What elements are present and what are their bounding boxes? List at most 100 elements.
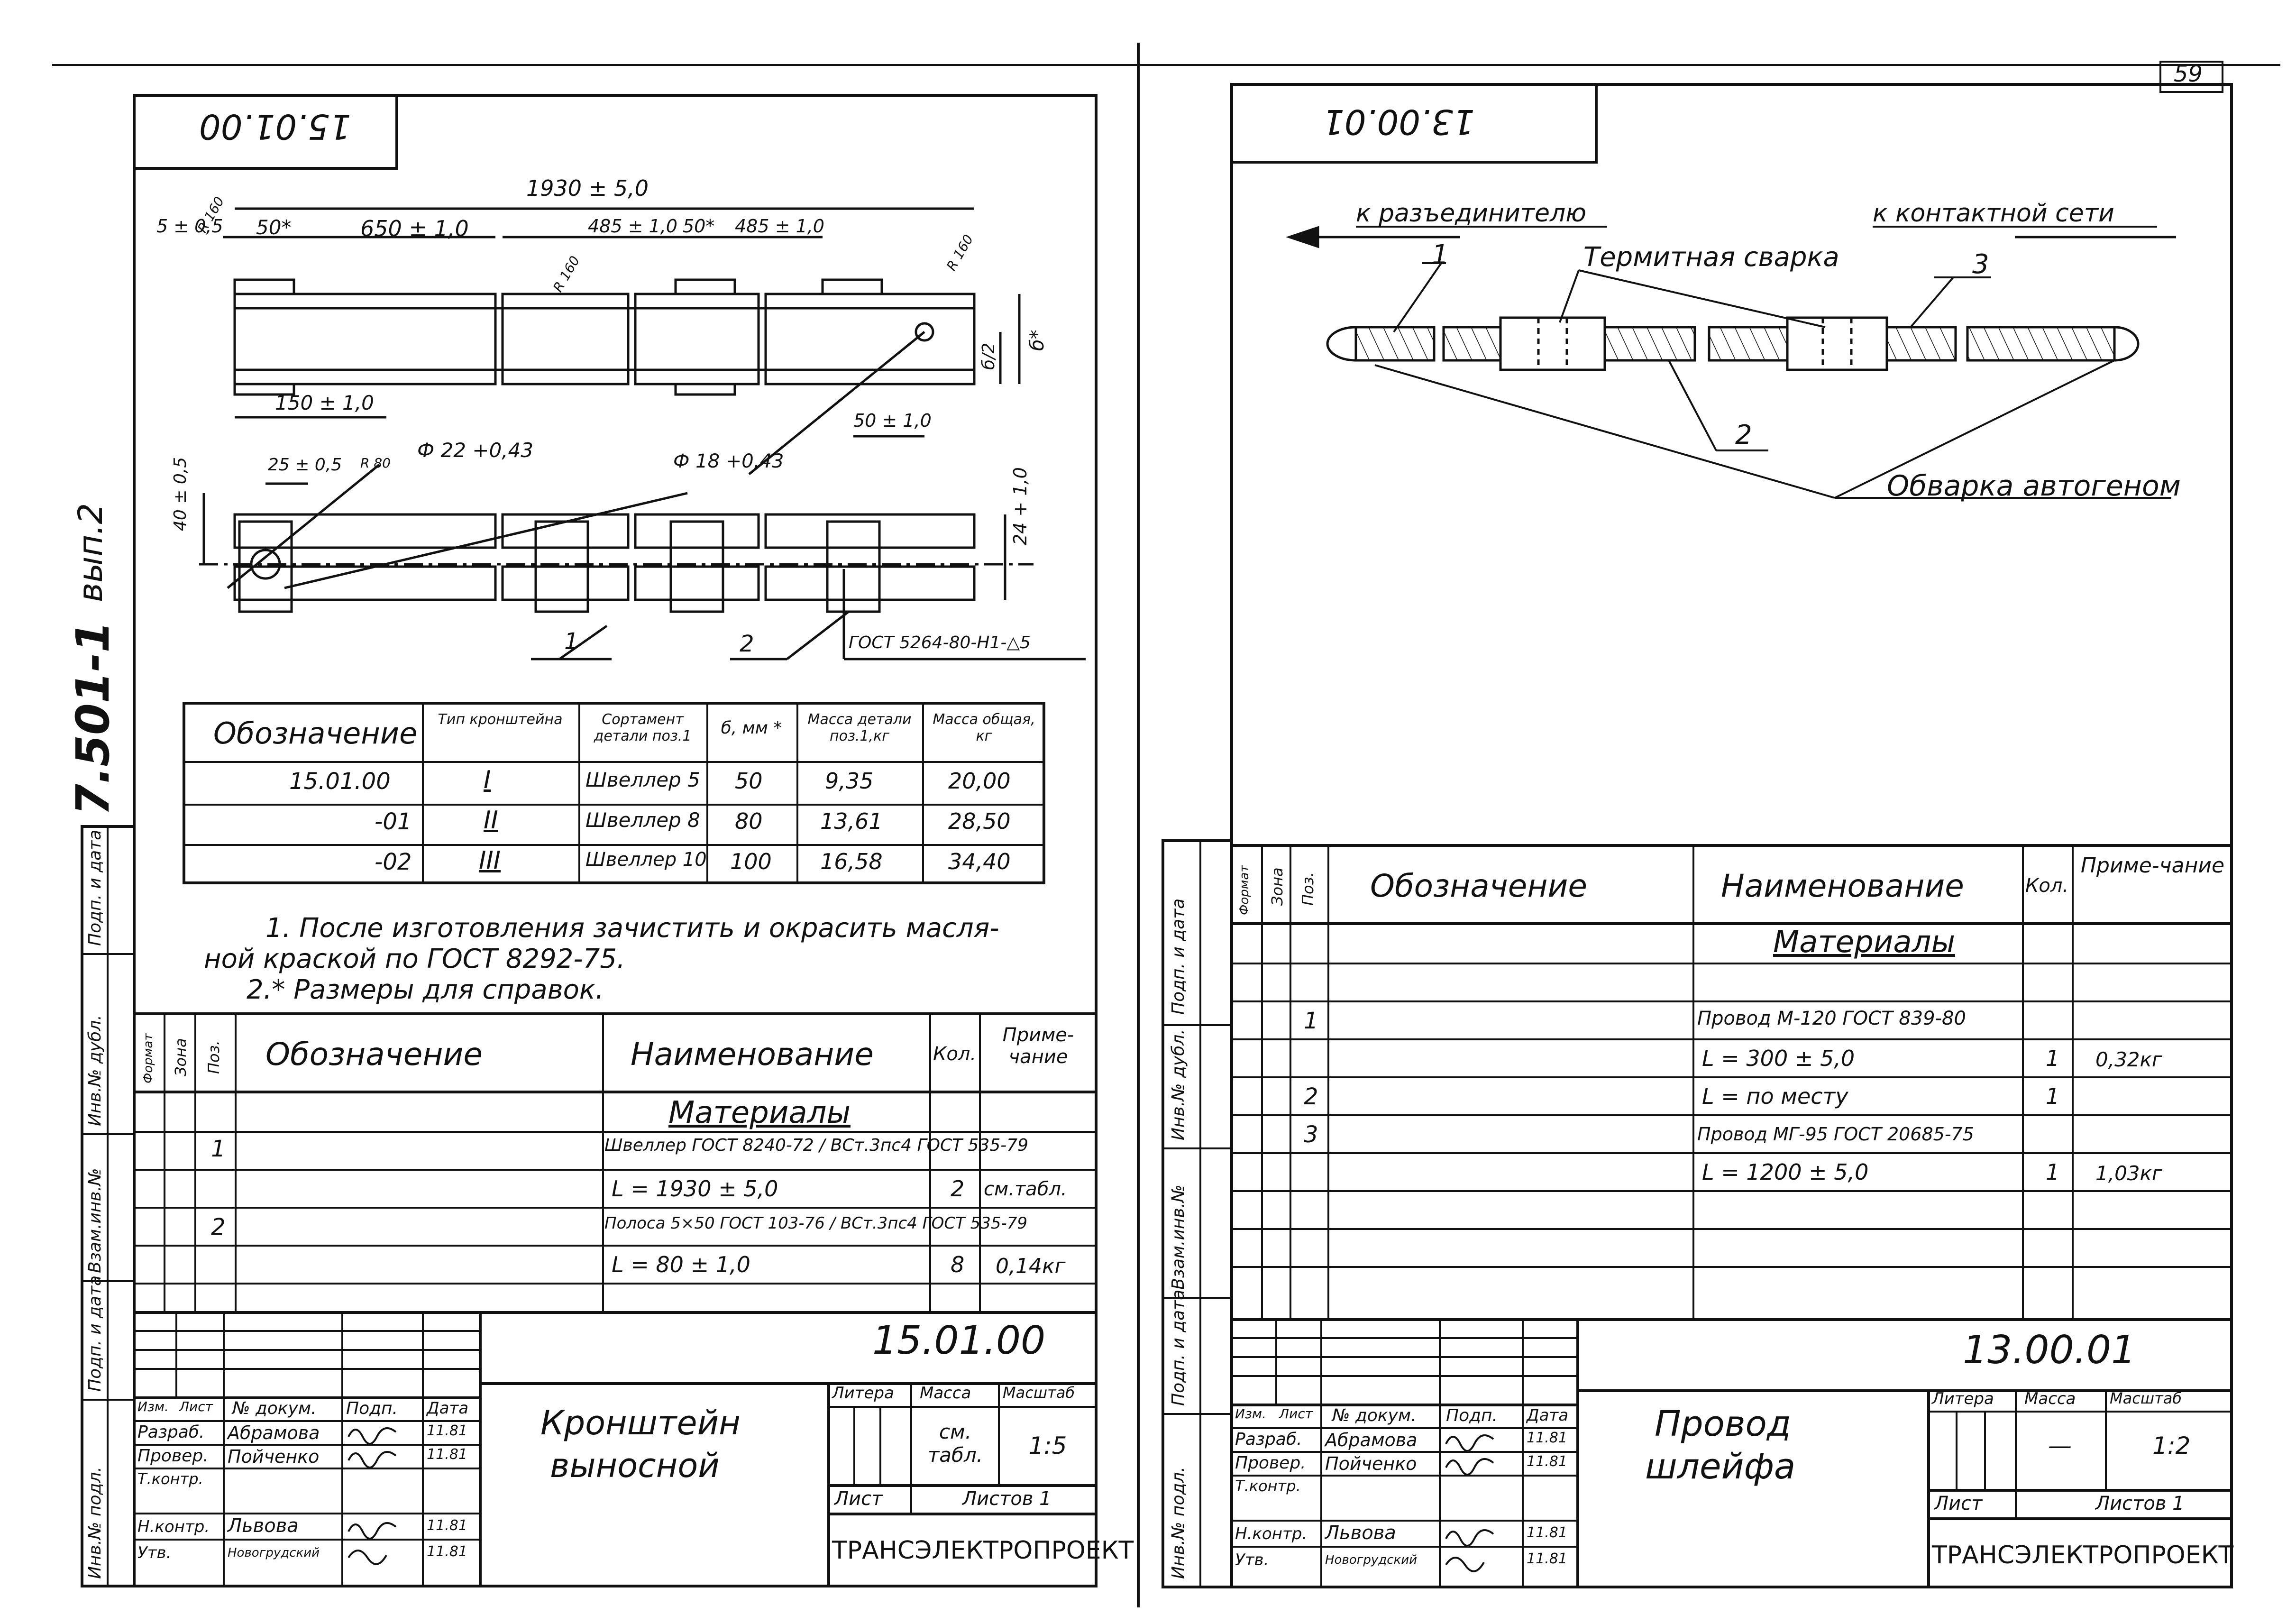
table-cell: -01 <box>375 808 412 835</box>
position-2-label: 2 <box>740 631 754 657</box>
role: Провер. <box>137 1446 209 1466</box>
spec-name: L = 1930 ± 5,0 <box>612 1176 778 1202</box>
thermite-weld-label: Термитная сварка <box>1583 242 1839 273</box>
spec-qty: 8 <box>951 1252 965 1277</box>
litera-label: Литера <box>1932 1389 1994 1408</box>
spec-name: Провод МГ-95 ГОСТ 20685-75 <box>1697 1124 1974 1145</box>
date: 11.81 <box>1527 1430 1567 1446</box>
mass-value: — <box>2048 1432 2072 1459</box>
role: Т.контр. <box>137 1470 203 1488</box>
role: Разраб. <box>137 1422 205 1442</box>
spec-pos: 3 <box>1304 1121 1318 1148</box>
scale-value: 1:5 <box>1029 1432 1067 1459</box>
spec-header: Приме-чание <box>2080 853 2225 878</box>
table-header: Сортамент детали поз.1 <box>594 711 692 744</box>
table-cell: 13,61 <box>820 808 883 834</box>
spec-pos: 1 <box>211 1136 226 1162</box>
hole-label: Ф 18 +0,43 <box>673 450 784 472</box>
spec-name: Провод М-120 ГОСТ 839-80 <box>1697 1008 1966 1029</box>
title-col: Изм. <box>1235 1406 1266 1422</box>
variants-table <box>183 702 1045 884</box>
scale-value: 1:2 <box>2152 1432 2191 1459</box>
person-name: Новогрудский <box>228 1546 320 1560</box>
title-col: Подп. <box>1446 1406 1498 1425</box>
doc-code: 13.00.01 <box>1963 1328 2136 1373</box>
table-cell: 20,00 <box>948 768 1011 794</box>
right-side-strip <box>1162 839 1233 1588</box>
title-col: № докум. <box>232 1399 317 1418</box>
title-col: Дата <box>427 1399 469 1418</box>
role: Т.контр. <box>1235 1477 1301 1495</box>
dim-label: 50 ± 1,0 <box>853 410 932 431</box>
spec-note: 1,03кг <box>2095 1162 2162 1185</box>
spec-pos: 2 <box>211 1214 226 1240</box>
table-cell: 100 <box>730 849 772 874</box>
title-col: Лист <box>179 1399 213 1414</box>
weld-label: ГОСТ 5264-80-Н1-△5 <box>849 633 1031 652</box>
person-name: Пойченко <box>228 1446 320 1467</box>
page-number-box <box>2159 61 2223 93</box>
spec-header: Кол. <box>933 1043 977 1065</box>
table-cell: 15.01.00 <box>289 768 391 795</box>
position-3-label: 3 <box>1972 249 1989 280</box>
dim-label: 485 ± 1,0 <box>588 216 677 237</box>
role: Утв. <box>137 1543 172 1562</box>
role: Провер. <box>1235 1453 1306 1473</box>
dim-label: 25 ± 0,5 <box>268 455 342 475</box>
note-line: ной краской по ГОСТ 8292-75. <box>204 944 625 974</box>
table-cell: 9,35 <box>825 768 874 794</box>
spec-name: L = 80 ± 1,0 <box>612 1252 750 1277</box>
date: 11.81 <box>1527 1453 1567 1470</box>
dim-label: 50* <box>256 216 292 239</box>
position-1-label: 1 <box>564 628 579 655</box>
role: Разраб. <box>1235 1430 1302 1449</box>
title-col: Лист <box>1279 1406 1313 1422</box>
spec-header: Кол. <box>2025 875 2069 897</box>
dim-label: 650 ± 1,0 <box>360 216 469 241</box>
dim-overall: 1930 ± 5,0 <box>526 175 649 201</box>
table-header: Тип кронштейна <box>438 711 563 728</box>
table-cell: Швеллер 8 <box>585 808 700 832</box>
position-1-label: 1 <box>1432 239 1449 270</box>
table-header: Масса общая, кг <box>933 711 1035 744</box>
date: 11.81 <box>427 1422 467 1439</box>
dim-label: 5 ± 0,5 <box>156 216 223 237</box>
table-cell: I <box>484 766 491 794</box>
organization: ТРАНСЭЛЕКТРОПРОЕКТ <box>832 1536 1134 1565</box>
title-col: Изм. <box>137 1399 169 1414</box>
spec-header: Обозначение <box>265 1036 483 1073</box>
doc-code: 15.01.00 <box>872 1318 1046 1363</box>
spec-header: Наименование <box>631 1036 874 1073</box>
spec-pos: 2 <box>1304 1083 1318 1110</box>
radius-label: R 80 <box>360 455 391 471</box>
table-cell: II <box>484 806 498 835</box>
spec-note: 0,14кг <box>996 1254 1066 1278</box>
spec-note: 0,32кг <box>2095 1048 2162 1071</box>
spec-pos: 1 <box>1304 1008 1318 1034</box>
table-cell: 28,50 <box>948 808 1011 834</box>
table-cell: 16,58 <box>820 849 883 874</box>
spec-name: Полоса 5×50 ГОСТ 103-76 / ВСт.3пс4 ГОСТ … <box>604 1214 1028 1233</box>
person-name: Львова <box>1325 1522 1396 1544</box>
litera-label: Литера <box>832 1384 894 1403</box>
code-box <box>133 94 398 170</box>
table-header: б, мм * <box>721 718 782 738</box>
title-col: № докум. <box>1332 1406 1417 1425</box>
product-title: Провод <box>1655 1404 1791 1444</box>
dim-label: 150 ± 1,0 <box>275 391 374 414</box>
sheet-label: Лист <box>834 1488 883 1510</box>
signatures <box>348 1427 397 1565</box>
date: 11.81 <box>427 1517 467 1534</box>
spec-qty: 1 <box>2046 1083 2060 1109</box>
spec-section-title: Материалы <box>668 1095 851 1130</box>
sheets-label: Листов 1 <box>2095 1493 2185 1514</box>
wire-drawing <box>1286 226 2176 499</box>
spec-header: Приме-чание <box>1002 1024 1074 1068</box>
person-name: Пойченко <box>1325 1453 1417 1474</box>
gas-weld-label: Обварка автогеном <box>1887 469 2181 503</box>
person-name: Абрамова <box>228 1422 320 1443</box>
code-box <box>1230 83 1598 164</box>
dim-label: 485 ± 1,0 <box>735 216 824 237</box>
right-sheet-frame <box>1230 83 2233 1588</box>
role: Утв. <box>1235 1551 1269 1569</box>
